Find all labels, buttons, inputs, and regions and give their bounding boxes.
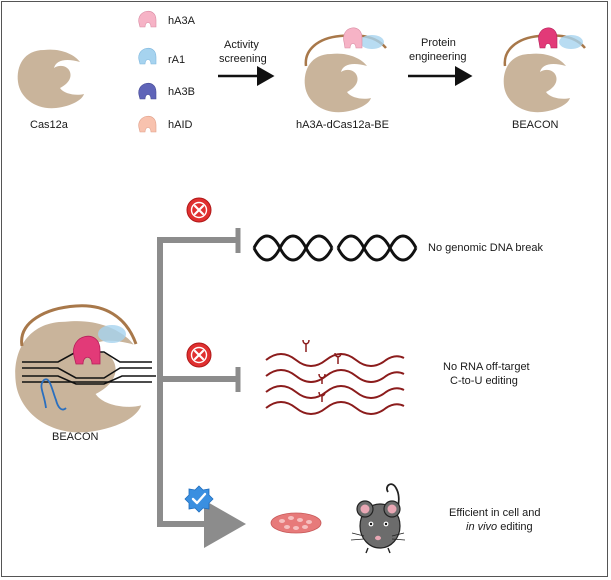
no-dna-break-text: No genomic DNA break bbox=[428, 242, 543, 254]
hA3B-icon bbox=[138, 83, 157, 100]
efficient-editing-line2: in vivo editing bbox=[466, 521, 533, 533]
hA3B-legend-item: hA3B bbox=[138, 83, 195, 100]
cell-dish-icon bbox=[270, 512, 322, 534]
efficient-editing-line1: Efficient in cell and bbox=[449, 507, 541, 519]
crRNA-loop bbox=[40, 378, 67, 411]
legend-label-hA3B: hA3B bbox=[168, 86, 195, 98]
legend-label-rA1: rA1 bbox=[168, 54, 185, 66]
branch-lines bbox=[157, 237, 236, 524]
beacon-bottom-label: BEACON bbox=[52, 431, 99, 443]
legend-label-hA3A: hA3A bbox=[168, 15, 196, 27]
cross-icon bbox=[186, 342, 212, 368]
legend-label-hAID: hAID bbox=[168, 119, 193, 131]
intact-dna-helix bbox=[252, 234, 418, 262]
editing-text: editing bbox=[497, 521, 532, 533]
linker-bottom bbox=[20, 304, 138, 347]
uracil-marks bbox=[302, 339, 342, 402]
cas12a-protein-icon bbox=[17, 49, 84, 109]
no-rna-offtarget-text: No RNA off-target bbox=[443, 361, 530, 373]
mouse-icon bbox=[350, 483, 406, 554]
engineering-label: engineering bbox=[409, 51, 467, 63]
rA1-legend-item: rA1 bbox=[138, 48, 185, 66]
deaminase-legend: hA3A rA1 hA3B hAID bbox=[138, 11, 196, 133]
hA3A-deaminase-icon bbox=[343, 27, 363, 49]
cas12a-label: Cas12a bbox=[30, 119, 69, 131]
hA3A-legend-item: hA3A bbox=[138, 11, 196, 28]
engineered-deaminase-bottom bbox=[73, 335, 101, 365]
hAID-legend-item: hAID bbox=[138, 116, 193, 133]
screening-label: screening bbox=[219, 53, 267, 65]
in-vivo-text: in vivo bbox=[466, 521, 497, 533]
c-to-u-editing-text: C-to-U editing bbox=[450, 375, 518, 387]
dcas12a-body bbox=[304, 53, 371, 113]
beacon-dna-complex bbox=[15, 304, 156, 433]
engineered-hA3A-icon bbox=[538, 27, 558, 49]
cross-icon bbox=[186, 197, 212, 223]
protein-label: Protein bbox=[421, 37, 456, 49]
construct-label: hA3A-dCas12a-BE bbox=[296, 119, 389, 131]
hA3A-dCas12a-BE-construct bbox=[304, 27, 387, 113]
beacon-top-label: BEACON bbox=[512, 119, 559, 131]
rA1-domain bbox=[360, 35, 384, 49]
hAID-icon bbox=[138, 116, 157, 133]
rna-transcripts bbox=[265, 353, 405, 415]
rA1-icon bbox=[138, 48, 157, 65]
check-badge-icon bbox=[184, 485, 214, 513]
activity-label: Activity bbox=[224, 39, 259, 51]
rA1-domain-bottom bbox=[98, 325, 126, 343]
hA3A-icon bbox=[138, 11, 157, 28]
beacon-construct-top bbox=[503, 27, 586, 113]
